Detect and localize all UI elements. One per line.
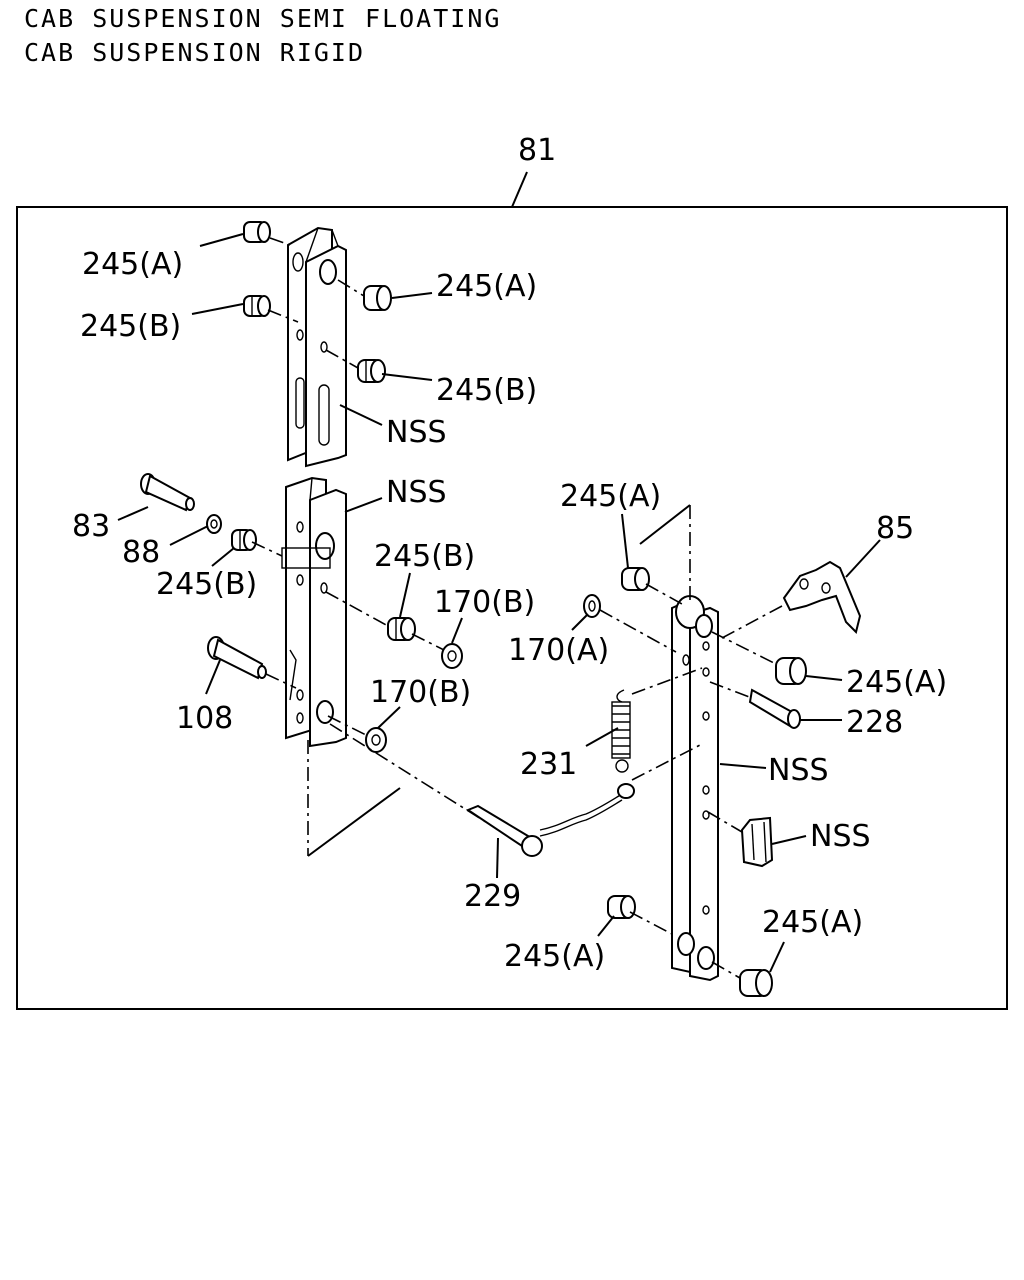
bush-245a-5 [607, 895, 636, 919]
label-88: 88 [122, 535, 160, 570]
pin-83 [140, 473, 195, 512]
label-245a-6: 245(A) [762, 905, 863, 940]
pin-228 [748, 688, 801, 729]
right-arm-bracket [671, 595, 719, 982]
leader-81 [511, 171, 528, 208]
label-245a-3: 245(A) [560, 479, 661, 514]
bush-245a-2 [363, 285, 392, 311]
label-229: 229 [464, 879, 521, 914]
label-245a-1: 245(A) [82, 247, 183, 282]
label-170b-1: 170(B) [434, 585, 535, 620]
washer-170b-1 [441, 643, 463, 669]
label-245b-1: 245(B) [80, 309, 181, 344]
bush-245b-4 [387, 617, 416, 641]
label-85: 85 [876, 511, 914, 546]
label-245b-4: 245(B) [374, 539, 475, 574]
washer-170b-2 [365, 727, 387, 753]
label-231: 231 [520, 747, 577, 782]
label-170a: 170(A) [508, 633, 609, 668]
label-245a-2: 245(A) [436, 269, 537, 304]
label-nss-4: NSS [810, 819, 871, 854]
bracket-85 [782, 560, 862, 634]
label-81: 81 [518, 133, 556, 168]
title-line-1: CAB SUSPENSION SEMI FLOATING [24, 4, 502, 33]
washer-88 [206, 514, 222, 534]
bush-245b-1 [243, 295, 271, 317]
label-nss-1: NSS [386, 415, 447, 450]
bush-245a-4 [775, 657, 807, 685]
bush-245a-1 [243, 221, 271, 243]
label-83: 83 [72, 509, 110, 544]
clip-nss [740, 816, 774, 868]
label-170b-2: 170(B) [370, 675, 471, 710]
label-108: 108 [176, 701, 233, 736]
label-nss-3: NSS [768, 753, 829, 788]
pin-229 [465, 783, 635, 857]
label-228: 228 [846, 705, 903, 740]
upper-left-bracket [287, 226, 347, 468]
label-245a-4: 245(A) [846, 665, 947, 700]
label-nss-2: NSS [386, 475, 447, 510]
washer-170a [583, 594, 601, 618]
label-245b-2: 245(B) [436, 373, 537, 408]
bush-245b-3 [231, 529, 257, 551]
bush-245a-3 [621, 567, 650, 591]
bush-245b-2 [357, 359, 386, 383]
bush-245a-6 [739, 969, 773, 997]
label-245b-3: 245(B) [156, 567, 257, 602]
label-245a-5: 245(A) [504, 939, 605, 974]
lower-left-bracket [281, 476, 347, 748]
spring-231 [611, 689, 631, 773]
pin-108 [207, 636, 267, 680]
title-line-2: CAB SUSPENSION RIGID [24, 38, 366, 67]
